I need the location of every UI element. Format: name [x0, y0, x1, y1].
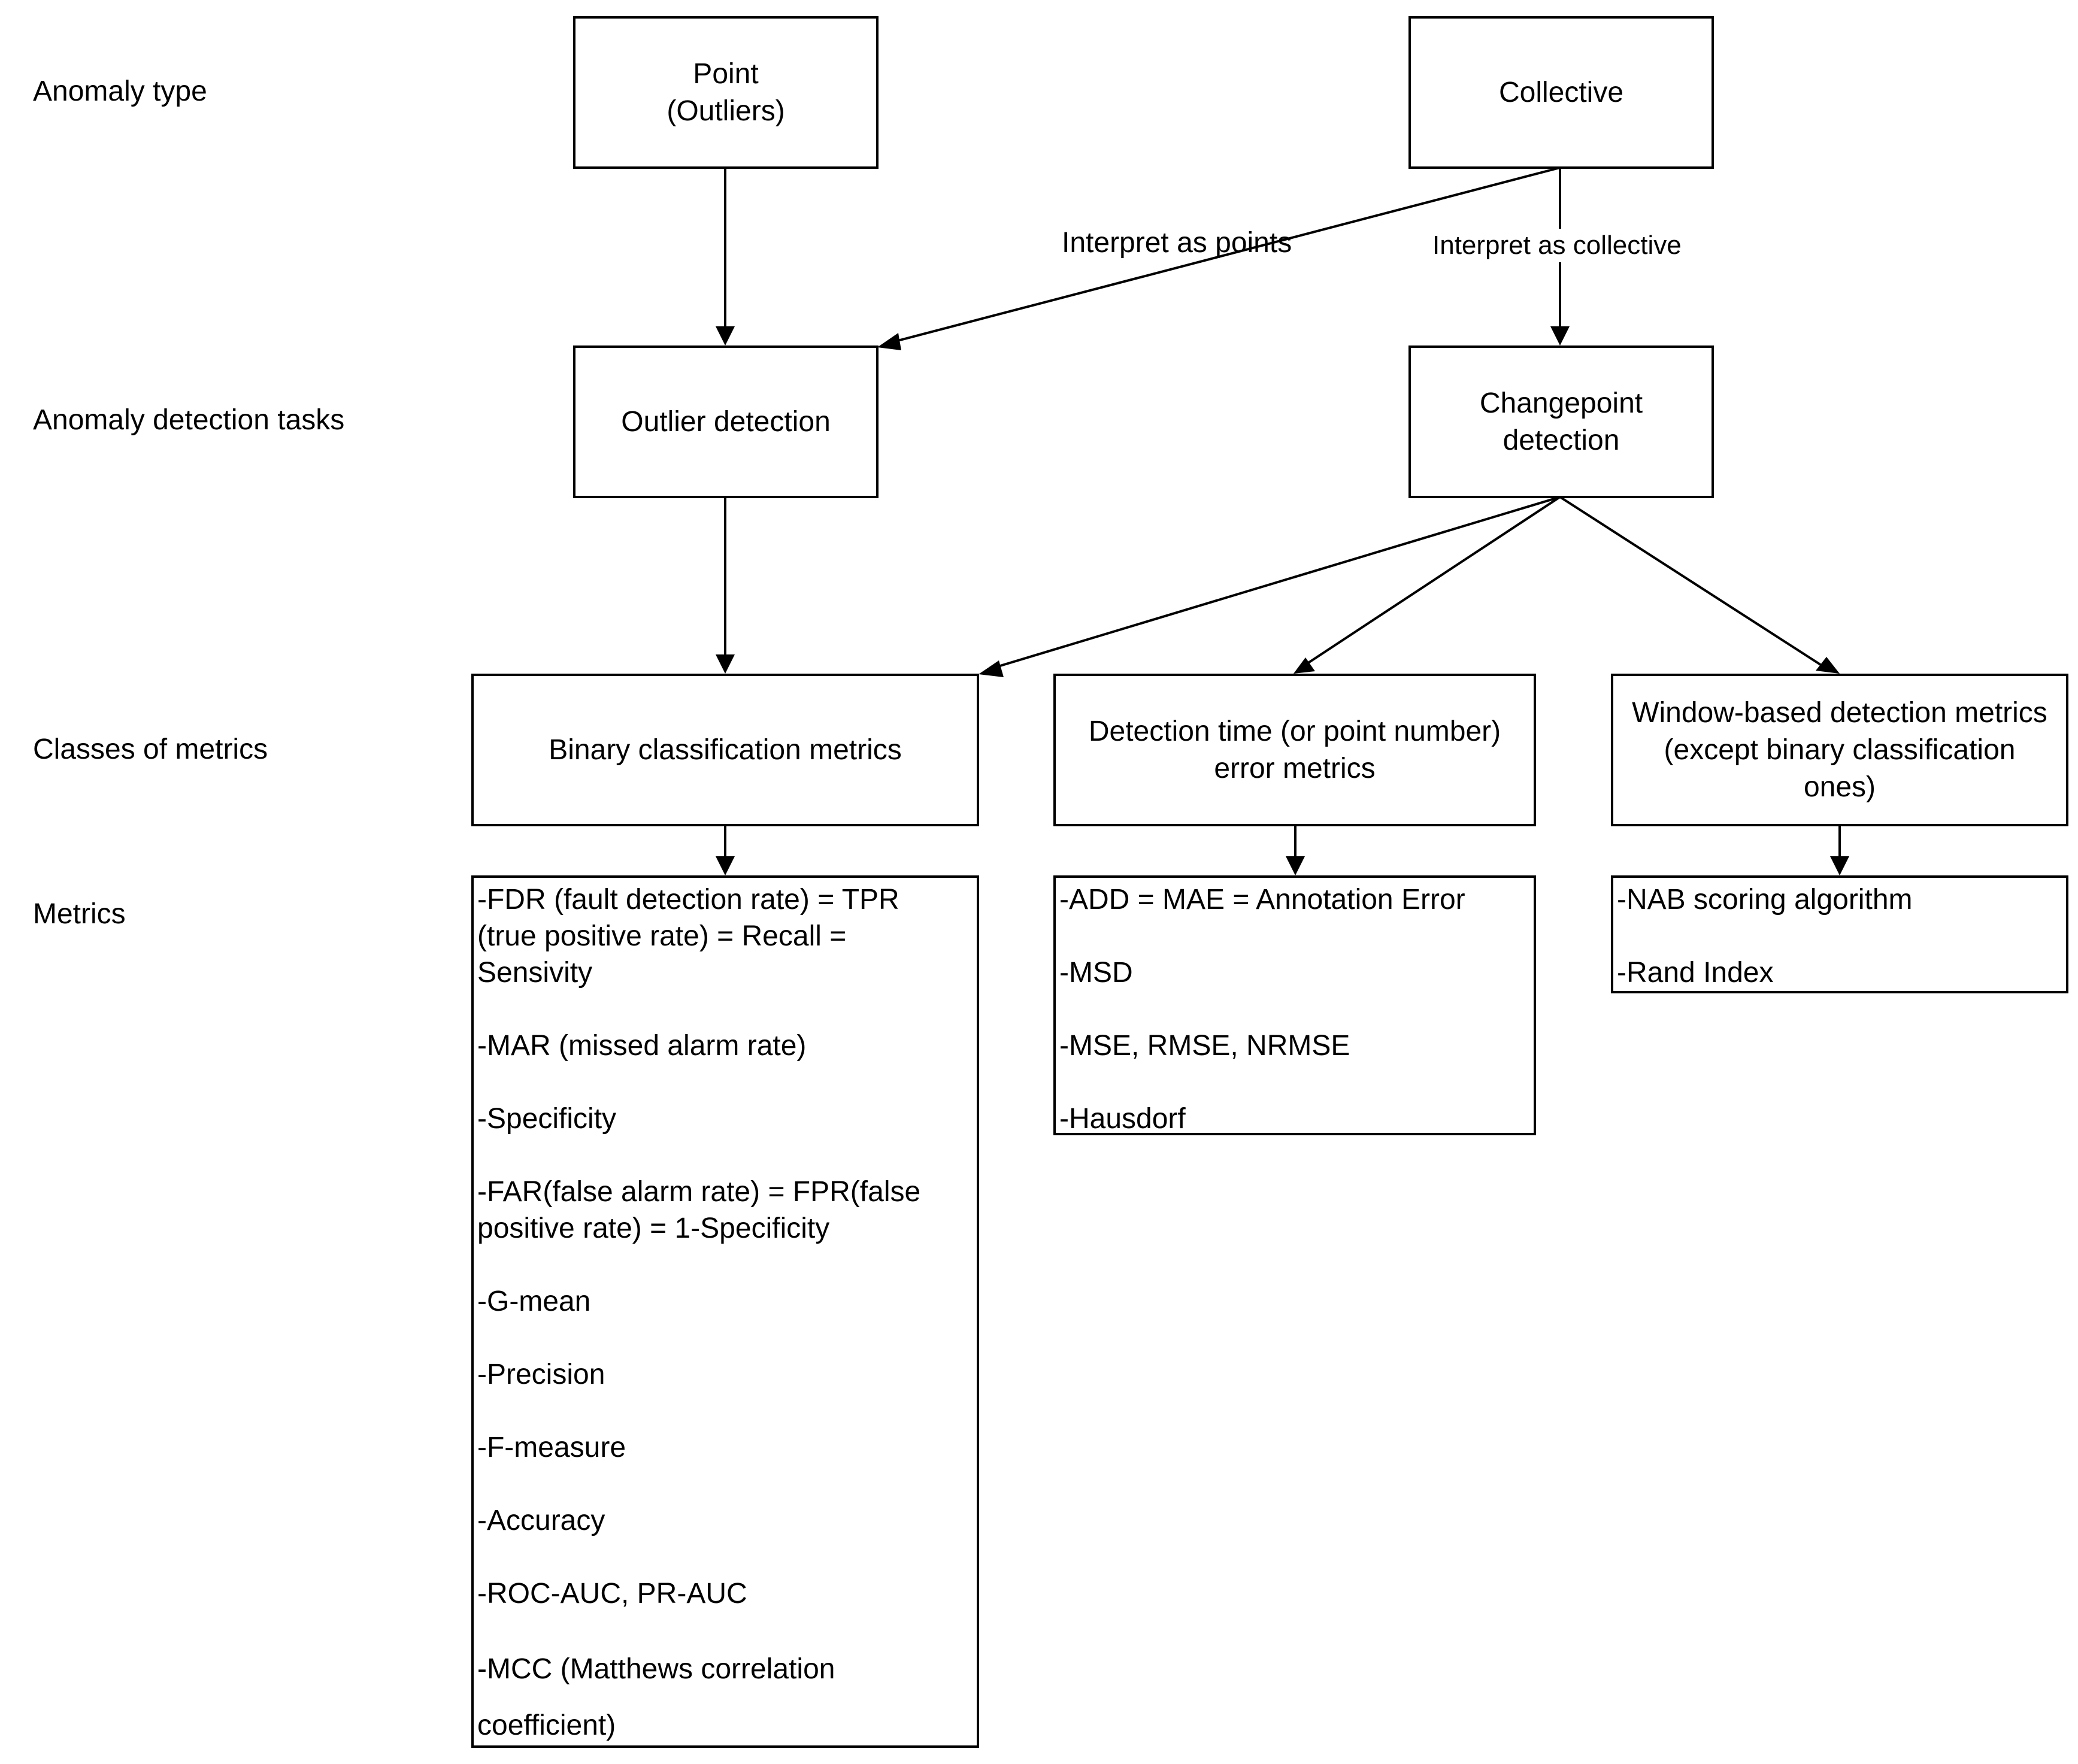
arrowhead-binary-list — [716, 856, 735, 875]
node-window-metrics: Window-based detection metrics (except b… — [1611, 674, 2068, 826]
arrowhead-binary-from-changepoint — [979, 660, 1004, 677]
list-item: -F-measure — [477, 1432, 626, 1463]
row-label-anomaly-type: Anomaly type — [33, 75, 207, 107]
arrowhead-binary-from-outlier — [716, 654, 735, 674]
list-item: -ADD = MAE = Annotation Error — [1059, 884, 1465, 916]
list-item: -Specificity — [477, 1103, 617, 1135]
arrowhead-detection-time — [1294, 657, 1315, 674]
row-label-metrics: Metrics — [33, 898, 126, 930]
node-point-label: Point (Outliers) — [667, 57, 785, 127]
edge-changepoint-to-binary — [993, 496, 1561, 669]
binary-metric-list: -FDR (fault detection rate) = TPR (true … — [471, 875, 979, 1748]
node-detection-time-metrics-label: Detection time (or point number) error m… — [1088, 715, 1501, 784]
arrowhead-changepoint — [1550, 326, 1570, 345]
node-outlier-detection: Outlier detection — [573, 345, 879, 498]
node-collective-label: Collective — [1498, 76, 1624, 108]
list-item: -MAR (missed alarm rate) — [477, 1030, 807, 1062]
arrowhead-outlier-from-point — [716, 326, 735, 345]
node-changepoint-detection-label: Changepoint detection — [1479, 387, 1643, 456]
node-detection-time-metrics: Detection time (or point number) error m… — [1053, 674, 1536, 826]
arrowhead-window — [1816, 657, 1840, 674]
arrowhead-window-list — [1830, 856, 1849, 875]
list-item: -Rand Index — [1617, 957, 1774, 989]
row-label-tasks: Anomaly detection tasks — [33, 404, 345, 436]
node-point: Point (Outliers) — [573, 16, 879, 169]
node-window-metrics-label: Window-based detection metrics (except b… — [1632, 696, 2047, 803]
node-collective: Collective — [1408, 16, 1714, 169]
arrowhead-detection-time-list — [1286, 856, 1305, 875]
list-item: -FDR (fault detection rate) = TPR (true … — [477, 884, 899, 989]
list-item: -G-mean — [477, 1286, 591, 1317]
edge-changepoint-to-detection-time — [1304, 496, 1561, 666]
detection-time-metric-list: -ADD = MAE = Annotation Error -MSD -MSE,… — [1053, 875, 1536, 1135]
window-metric-list: -NAB scoring algorithm -Rand Index — [1611, 875, 2068, 993]
edge-label-interpret-collective: Interpret as collective — [1432, 229, 1682, 262]
node-binary-metrics: Binary classification metrics — [471, 674, 979, 826]
edge-changepoint-to-window — [1559, 496, 1822, 666]
list-item: -MCC (Matthews correlation coefficient) — [477, 1653, 835, 1741]
row-label-classes: Classes of metrics — [33, 734, 268, 765]
list-item: -MSE, RMSE, NRMSE — [1059, 1030, 1350, 1062]
list-item: -NAB scoring algorithm — [1617, 884, 1913, 916]
edge-label-interpret-points: Interpret as points — [1062, 227, 1292, 259]
list-item: -Hausdorf — [1059, 1103, 1186, 1135]
list-item: -MSD — [1059, 957, 1133, 989]
list-item: -FAR(false alarm rate) = FPR(false posit… — [477, 1176, 921, 1244]
edge-collective-to-outlier — [895, 166, 1561, 343]
node-changepoint-detection: Changepoint detection — [1408, 345, 1714, 498]
list-item: -ROC-AUC, PR-AUC — [477, 1578, 747, 1610]
node-outlier-detection-label: Outlier detection — [621, 405, 831, 438]
arrowhead-outlier-from-collective — [877, 333, 901, 350]
list-item: -Precision — [477, 1359, 605, 1390]
list-item: -Accuracy — [477, 1505, 605, 1536]
node-binary-metrics-label: Binary classification metrics — [549, 734, 902, 766]
